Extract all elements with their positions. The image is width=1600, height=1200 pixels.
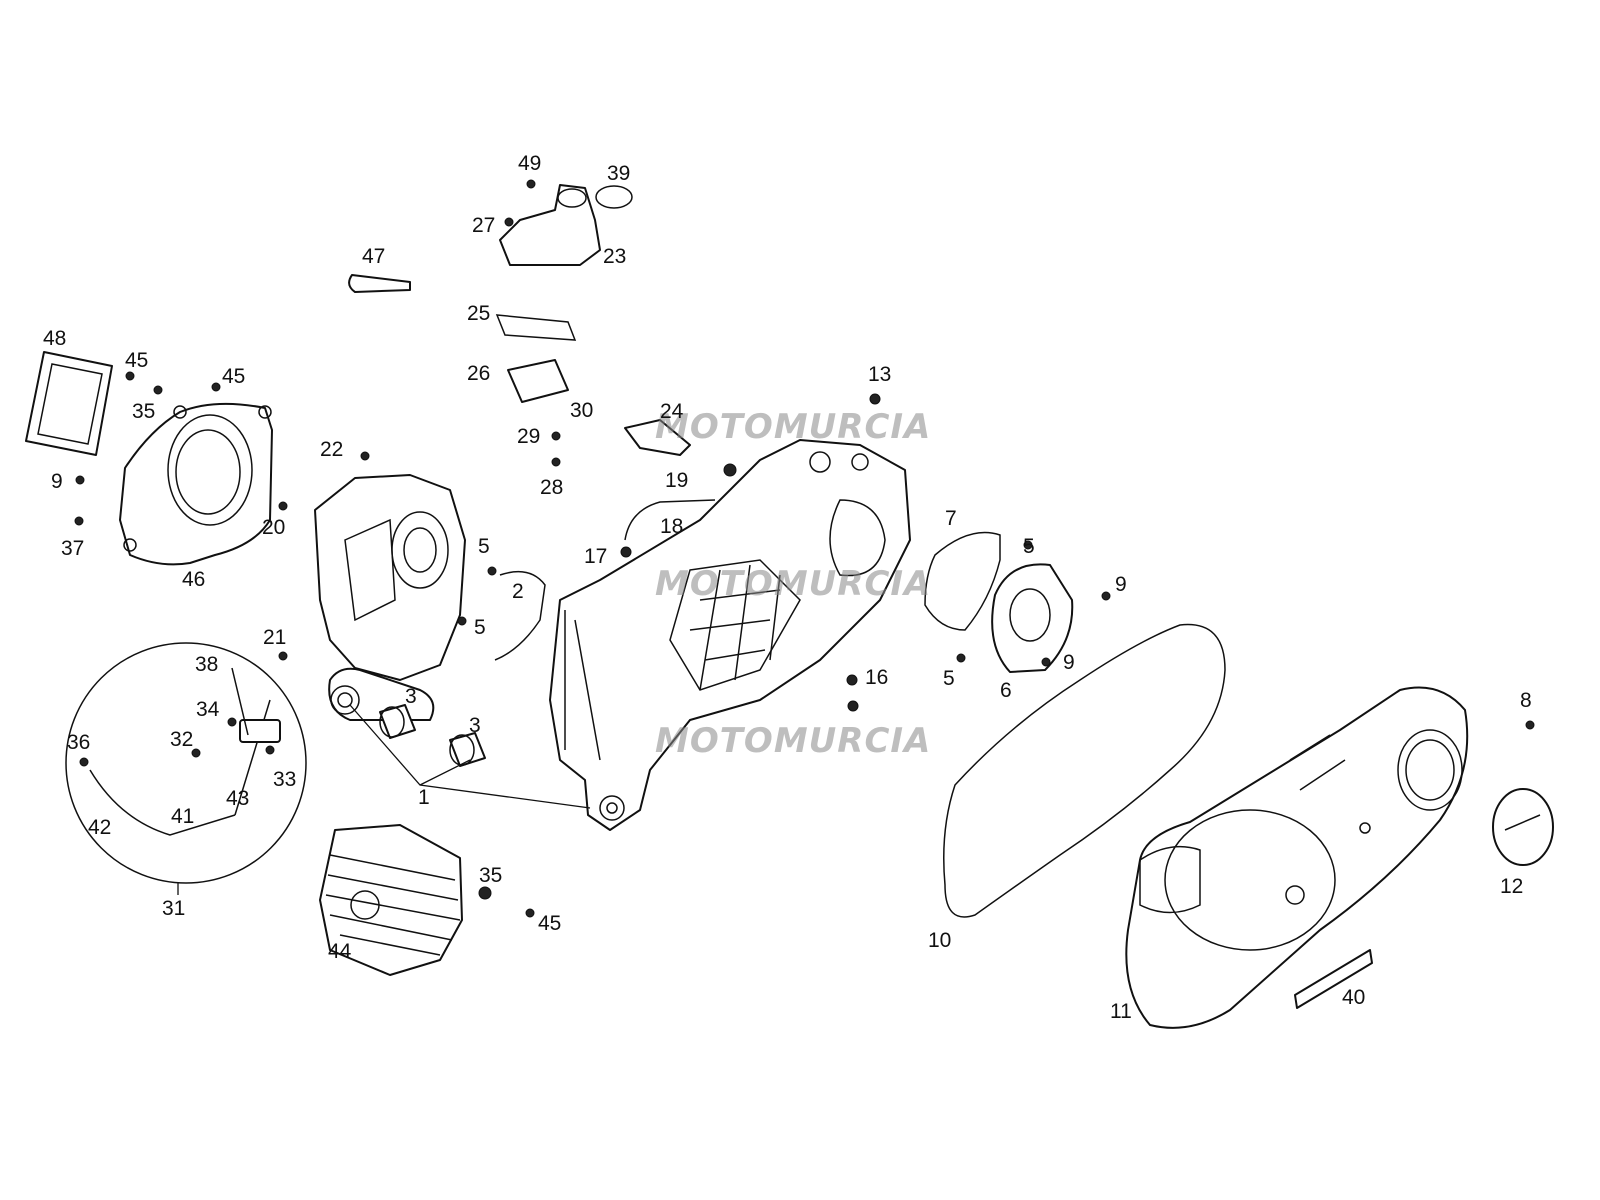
label-5-b: 5 xyxy=(474,616,486,639)
label-35-b: 35 xyxy=(479,864,502,887)
label-8: 8 xyxy=(1520,689,1532,712)
label-9-c: 9 xyxy=(1063,651,1075,674)
part-40-decal-strip xyxy=(1294,949,1373,1009)
label-32: 32 xyxy=(170,728,193,751)
label-44: 44 xyxy=(328,940,352,963)
part-11-transmission-outer-cover xyxy=(1125,686,1469,1029)
label-16: 16 xyxy=(865,666,888,689)
label-24: 24 xyxy=(660,400,684,423)
label-1: 1 xyxy=(418,786,430,809)
part-2-gasket xyxy=(494,570,546,661)
part-48-filter-element xyxy=(25,351,113,456)
part-6-transmission-cover xyxy=(991,563,1074,673)
part-26-reed-valve xyxy=(507,359,569,403)
label-49: 49 xyxy=(518,152,541,175)
label-31: 31 xyxy=(162,897,185,920)
part-47-bracket xyxy=(348,274,411,293)
label-40: 40 xyxy=(1342,986,1365,1009)
label-45-c: 45 xyxy=(538,912,561,935)
part-31-fuel-tap-assembly xyxy=(65,642,307,884)
part-39-clamp xyxy=(595,185,633,209)
label-3-a: 3 xyxy=(405,685,417,708)
part-22-left-crankcase xyxy=(314,474,466,721)
label-20: 20 xyxy=(262,516,285,539)
part-3-bushing-a xyxy=(379,704,416,739)
label-12: 12 xyxy=(1500,875,1523,898)
label-9-b: 9 xyxy=(1115,573,1127,596)
part-10-clutch-cover-gasket xyxy=(943,623,1226,918)
label-35-a: 35 xyxy=(132,400,155,423)
label-45-a: 45 xyxy=(125,349,148,372)
watermark-3: MOTOMURCIA xyxy=(655,721,931,761)
part-7-gasket xyxy=(924,531,1001,631)
label-45-b: 45 xyxy=(222,365,245,388)
label-46: 46 xyxy=(182,568,205,591)
label-23: 23 xyxy=(603,245,626,268)
label-5-c: 5 xyxy=(1023,535,1035,558)
label-21: 21 xyxy=(263,626,286,649)
label-41: 41 xyxy=(171,805,194,828)
label-38: 38 xyxy=(195,653,218,676)
label-7: 7 xyxy=(945,507,957,530)
part-12-cover-cap xyxy=(1492,788,1554,866)
part-3-bushing-b xyxy=(449,732,486,767)
part-24-fitting xyxy=(624,419,691,456)
leader-lines xyxy=(177,704,591,895)
label-2: 2 xyxy=(512,580,524,603)
label-36: 36 xyxy=(67,731,90,754)
part-23-intake-manifold xyxy=(499,184,601,266)
label-47: 47 xyxy=(362,245,385,268)
label-5-d: 5 xyxy=(943,667,955,690)
label-19: 19 xyxy=(665,469,688,492)
label-42: 42 xyxy=(88,816,111,839)
label-9-a: 9 xyxy=(51,470,63,493)
part-number-labels: 49 39 27 23 47 25 26 30 29 28 24 13 19 1… xyxy=(43,152,1532,1023)
label-27: 27 xyxy=(472,214,495,237)
label-17: 17 xyxy=(584,545,607,568)
label-39: 39 xyxy=(607,162,630,185)
watermark-2: MOTOMURCIA xyxy=(655,564,931,604)
label-6: 6 xyxy=(1000,679,1012,702)
label-37: 37 xyxy=(61,537,84,560)
part-25-reed-gasket xyxy=(495,314,577,341)
part-44-cylinder-head xyxy=(319,824,463,976)
label-26: 26 xyxy=(467,362,490,385)
fasteners xyxy=(74,179,1535,918)
label-3-b: 3 xyxy=(469,714,481,737)
label-22: 22 xyxy=(320,438,343,461)
label-13: 13 xyxy=(868,363,891,386)
label-33: 33 xyxy=(273,768,296,791)
label-29: 29 xyxy=(517,425,540,448)
label-18: 18 xyxy=(660,515,683,538)
label-48: 48 xyxy=(43,327,66,350)
label-43: 43 xyxy=(226,787,249,810)
watermark-group: MOTOMURCIA MOTOMURCIA MOTOMURCIA xyxy=(655,407,931,761)
label-25: 25 xyxy=(467,302,490,325)
label-30: 30 xyxy=(570,399,593,422)
watermark-1: MOTOMURCIA xyxy=(655,407,931,447)
label-10: 10 xyxy=(928,929,951,952)
part-18-hose xyxy=(624,499,716,541)
label-28: 28 xyxy=(540,476,563,499)
label-11: 11 xyxy=(1110,1000,1132,1023)
part-46-flywheel-cover xyxy=(119,402,273,566)
label-5-a: 5 xyxy=(478,535,490,558)
part-1-main-crankcase xyxy=(549,439,911,831)
label-34: 34 xyxy=(196,698,220,721)
